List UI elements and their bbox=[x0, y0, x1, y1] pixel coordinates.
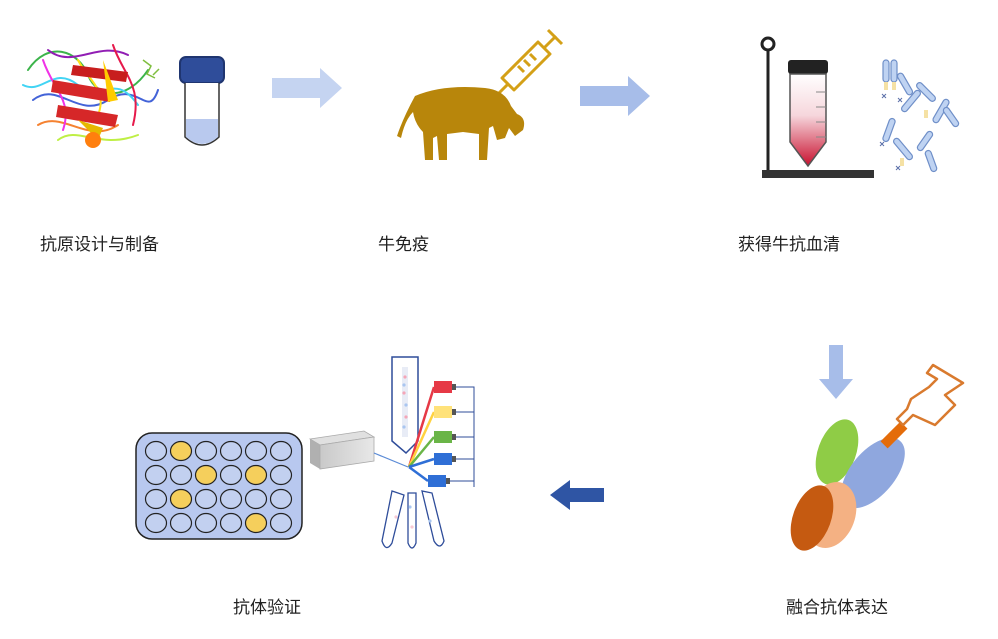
flask-stand-icon bbox=[760, 36, 874, 178]
plate-well bbox=[144, 440, 168, 462]
plate-well bbox=[144, 512, 168, 534]
plate-well bbox=[194, 488, 218, 510]
test-tube-icon bbox=[179, 56, 225, 146]
plate-well bbox=[219, 488, 243, 510]
plate-well-positive bbox=[194, 464, 218, 486]
plate-well bbox=[219, 464, 243, 486]
plate-well bbox=[219, 440, 243, 462]
green-domain bbox=[815, 419, 859, 485]
fusion-antibody-icon bbox=[790, 363, 965, 551]
step-label-validate: 抗体验证 bbox=[233, 598, 301, 618]
plate-well bbox=[194, 440, 218, 462]
plate-well bbox=[269, 488, 293, 510]
arrow-down-icon bbox=[819, 345, 853, 399]
step-label-immunize: 牛免疫 bbox=[378, 235, 429, 255]
tube-cap bbox=[179, 56, 225, 84]
blue-domain bbox=[841, 437, 905, 509]
flow-cytometer-icon bbox=[308, 356, 475, 549]
cow-icon bbox=[397, 87, 525, 160]
dark-orange-domain bbox=[790, 485, 834, 551]
plate-well bbox=[269, 440, 293, 462]
plate-well bbox=[144, 464, 168, 486]
arrow-right-icon bbox=[272, 68, 342, 108]
plate-well bbox=[169, 512, 193, 534]
plate-well bbox=[244, 488, 268, 510]
linker bbox=[880, 421, 908, 449]
plate-well bbox=[169, 464, 193, 486]
plate-well bbox=[244, 440, 268, 462]
arrow-right-icon bbox=[580, 76, 650, 116]
tube-liquid bbox=[186, 119, 218, 144]
well-plate-icon bbox=[135, 432, 303, 540]
plate-well-positive bbox=[244, 464, 268, 486]
step-label-serum: 获得牛抗血清 bbox=[738, 235, 840, 255]
plate-well bbox=[194, 512, 218, 534]
step-label-fusion: 融合抗体表达 bbox=[786, 598, 888, 618]
syringe-icon bbox=[492, 28, 564, 100]
plate-well-positive bbox=[244, 512, 268, 534]
plate-well bbox=[219, 512, 243, 534]
plate-well-positive bbox=[169, 440, 193, 462]
arrow-left-icon bbox=[550, 480, 604, 510]
antibody-icon bbox=[879, 59, 960, 173]
plate-well-positive bbox=[169, 488, 193, 510]
protein-structure-icon bbox=[22, 44, 160, 148]
plate-well bbox=[144, 488, 168, 510]
plate-well bbox=[269, 512, 293, 534]
step-label-antigen: 抗原设计与制备 bbox=[40, 235, 159, 255]
fusion-partner bbox=[895, 363, 965, 427]
plate-well bbox=[269, 464, 293, 486]
